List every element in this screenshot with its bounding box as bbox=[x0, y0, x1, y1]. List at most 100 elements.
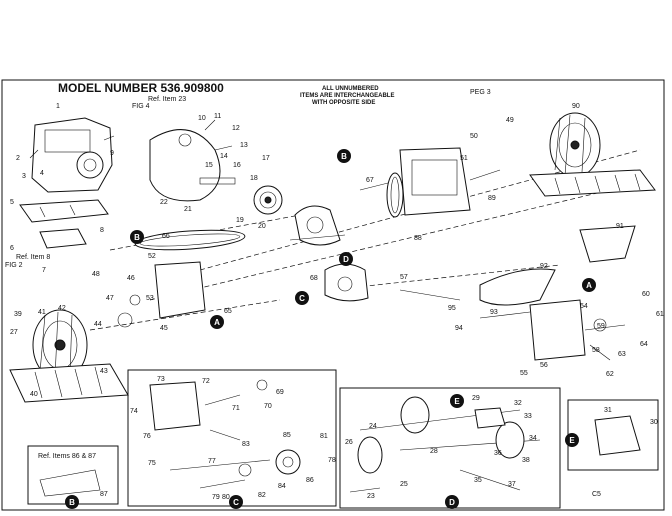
part-label-69: 69 bbox=[276, 389, 284, 396]
part-label-26: 26 bbox=[345, 439, 353, 446]
part-label-19: 19 bbox=[236, 217, 244, 224]
part-label-17: 17 bbox=[262, 155, 270, 162]
part-label-77: 77 bbox=[208, 458, 216, 465]
ref-fig-4-note: FIG 4 bbox=[132, 103, 150, 110]
part-label-36: 36 bbox=[494, 450, 502, 457]
part-label-73: 73 bbox=[157, 376, 165, 383]
bracket-assembly-a bbox=[529, 299, 626, 361]
part-label-10: 10 bbox=[198, 115, 206, 122]
inset-e-part bbox=[594, 415, 641, 456]
part-label-40: 40 bbox=[30, 391, 38, 398]
part-label-7: 7 bbox=[42, 267, 46, 274]
badge-d-centre: D bbox=[339, 252, 353, 266]
part-label-65: 65 bbox=[224, 308, 232, 315]
engine-assembly bbox=[19, 117, 115, 249]
badge-c-centre: C bbox=[295, 291, 309, 305]
part-label-6: 6 bbox=[10, 245, 14, 252]
badge-a-left: A bbox=[210, 315, 224, 329]
belt-67 bbox=[386, 172, 404, 218]
part-label-70: 70 bbox=[264, 403, 272, 410]
part-label-63: 63 bbox=[618, 351, 626, 358]
part-label-42: 42 bbox=[58, 305, 66, 312]
part-label-45: 45 bbox=[160, 325, 168, 332]
part-label-13: 13 bbox=[240, 142, 248, 149]
part-label-30: 30 bbox=[650, 419, 658, 426]
left-track bbox=[9, 363, 129, 403]
part-label-55: 55 bbox=[520, 370, 528, 377]
part-label-5: 5 bbox=[10, 199, 14, 206]
model-number-title: MODEL NUMBER 536.909800 bbox=[58, 81, 224, 95]
part-label-2: 2 bbox=[16, 155, 20, 162]
gear-reduction bbox=[324, 263, 369, 302]
svg-text:E: E bbox=[569, 436, 575, 445]
ref-item-8-note: Ref. Item 8 bbox=[16, 254, 50, 261]
part-label-53: 53 bbox=[146, 295, 154, 302]
part-label-18: 18 bbox=[250, 175, 258, 182]
part-label-47: 47 bbox=[106, 295, 114, 302]
interchange-note-line-1: ALL UNNUMBERED bbox=[322, 86, 379, 92]
svg-text:A: A bbox=[214, 318, 220, 327]
part-label-37: 37 bbox=[508, 481, 516, 488]
auger-housing bbox=[359, 147, 501, 216]
chain-case-cover bbox=[149, 119, 236, 202]
part-label-90: 90 bbox=[572, 103, 580, 110]
part-label-93: 93 bbox=[490, 309, 498, 316]
part-label-86: 86 bbox=[306, 477, 314, 484]
badge-b-inset: B bbox=[65, 495, 79, 509]
inset-c-parts bbox=[149, 379, 301, 489]
part-label-8: 8 bbox=[100, 227, 104, 234]
part-label-14: 14 bbox=[220, 153, 228, 160]
part-label-50: 50 bbox=[470, 133, 478, 140]
left-tire bbox=[32, 309, 88, 381]
part-label-27: 27 bbox=[10, 329, 18, 336]
diagram-frame bbox=[1, 79, 665, 511]
svg-text:E: E bbox=[454, 397, 460, 406]
part-label-41: 41 bbox=[38, 309, 46, 316]
part-label-25: 25 bbox=[400, 481, 408, 488]
part-label-92: 92 bbox=[540, 263, 548, 270]
part-label-22: 22 bbox=[160, 199, 168, 206]
part-label-83: 83 bbox=[242, 441, 250, 448]
svg-text:C: C bbox=[233, 498, 239, 507]
part-label-46: 46 bbox=[127, 275, 135, 282]
badge-e-inset-d: E bbox=[450, 394, 464, 408]
part-label-88: 88 bbox=[414, 235, 422, 242]
part-label-44: 44 bbox=[94, 321, 102, 328]
part-label-12: 12 bbox=[232, 125, 240, 132]
badge-a-right: A bbox=[582, 278, 596, 292]
part-label-94: 94 bbox=[455, 325, 463, 332]
part-label-20: 20 bbox=[258, 223, 266, 230]
interchange-note-line-2: ITEMS ARE INTERCHANGEABLE bbox=[300, 93, 394, 99]
badge-e-inset-e: E bbox=[565, 433, 579, 447]
right-tire bbox=[549, 112, 601, 178]
part-label-23: 23 bbox=[367, 493, 375, 500]
part-label-48: 48 bbox=[92, 271, 100, 278]
skid-shoes bbox=[399, 225, 636, 319]
part-label-81: 81 bbox=[320, 433, 328, 440]
page-code: C5 bbox=[592, 491, 601, 498]
part-label-49: 49 bbox=[506, 117, 514, 124]
part-label-51: 51 bbox=[460, 155, 468, 162]
part-label-15: 15 bbox=[205, 162, 213, 169]
svg-text:B: B bbox=[69, 498, 75, 507]
part-label-80: 80 bbox=[222, 494, 230, 501]
part-label-75: 75 bbox=[148, 460, 156, 467]
part-label-60: 60 bbox=[642, 291, 650, 298]
svg-text:B: B bbox=[341, 152, 347, 161]
part-label-52: 52 bbox=[148, 253, 156, 260]
interchange-note-line-3: WITH OPPOSITE SIDE bbox=[312, 100, 375, 106]
part-label-28: 28 bbox=[430, 448, 438, 455]
part-label-58: 58 bbox=[592, 347, 600, 354]
ref-fig-2-note: FIG 2 bbox=[5, 262, 23, 269]
part-label-67: 67 bbox=[366, 177, 374, 184]
side-bracket bbox=[117, 261, 206, 328]
part-label-33: 33 bbox=[524, 413, 532, 420]
part-label-16: 16 bbox=[233, 162, 241, 169]
part-label-78: 78 bbox=[328, 457, 336, 464]
pulley-20 bbox=[253, 185, 283, 215]
part-label-11: 11 bbox=[214, 113, 221, 120]
part-label-31: 31 bbox=[604, 407, 612, 414]
part-label-43: 43 bbox=[100, 368, 108, 375]
badge-c-inset: C bbox=[229, 495, 243, 509]
